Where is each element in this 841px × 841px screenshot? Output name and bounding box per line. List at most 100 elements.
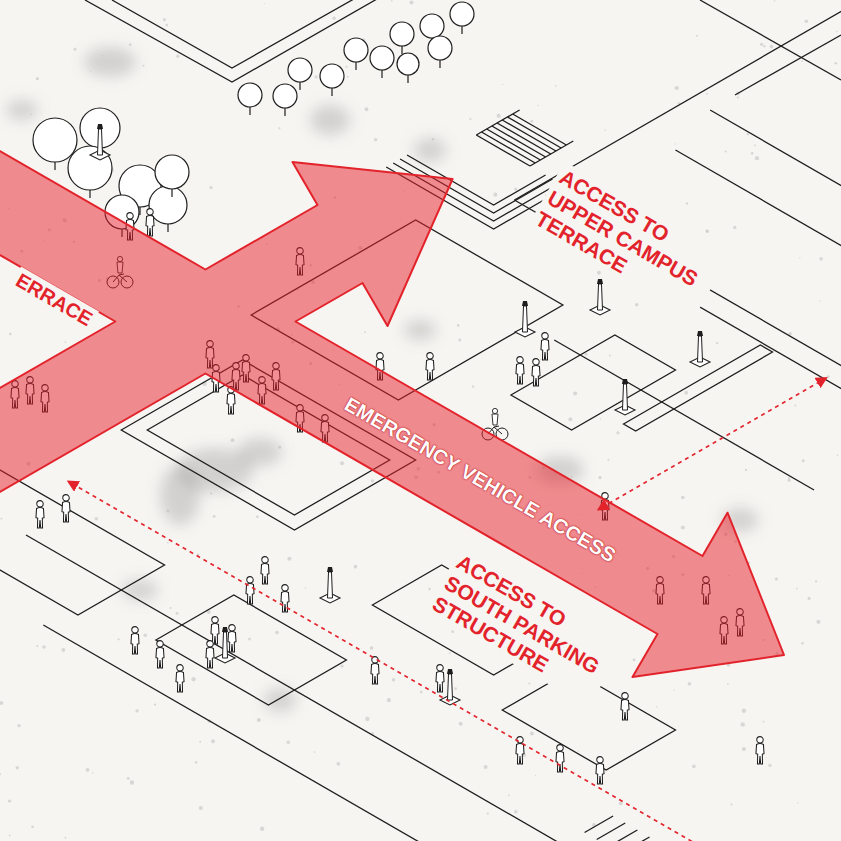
speck [745, 469, 747, 471]
speck [287, 741, 290, 744]
tree [320, 64, 344, 96]
figure-body [261, 564, 269, 584]
speck [568, 417, 572, 421]
post-cap [697, 331, 703, 336]
speck [607, 459, 609, 461]
figure-body [62, 502, 70, 522]
tree-canopy [390, 22, 414, 46]
figure-body [146, 216, 154, 236]
speck [540, 359, 541, 360]
figure-body [227, 394, 235, 414]
speck [754, 145, 756, 147]
shadow-blotch [404, 320, 436, 340]
speck [135, 709, 138, 712]
speck [176, 55, 179, 58]
speck [600, 418, 601, 419]
pedestrian-figure [426, 353, 434, 380]
figure-head [207, 641, 213, 647]
speck [454, 687, 457, 690]
speck [345, 66, 347, 68]
speck [673, 689, 674, 690]
speck [597, 271, 601, 275]
speck [8, 799, 11, 802]
speck [619, 801, 623, 805]
pedestrian-figure [261, 557, 269, 584]
speck [684, 391, 688, 395]
speck [432, 138, 434, 140]
speck [794, 405, 796, 407]
speck [727, 683, 729, 685]
speck [451, 630, 454, 633]
speck [797, 802, 798, 803]
pedestrian-figure [176, 665, 184, 692]
pedestrian-figure [532, 359, 540, 386]
speck [127, 777, 130, 780]
speck [365, 107, 369, 111]
post-cap [222, 627, 228, 632]
speck [706, 93, 708, 95]
shadow-blotch [160, 465, 200, 525]
speck [633, 659, 636, 662]
figure-body [532, 366, 540, 386]
figure-head [517, 737, 523, 743]
speck [604, 129, 606, 131]
paving-panel [156, 595, 347, 705]
access-label: ERRACE [9, 267, 100, 334]
speck [90, 71, 91, 72]
speck [598, 476, 601, 479]
figure-head [127, 213, 133, 219]
tree-canopy [370, 46, 394, 70]
speck [835, 62, 838, 65]
speck [0, 773, 1, 775]
pedestrian-figure [436, 665, 444, 692]
pedestrian-figure [228, 625, 236, 652]
speck [275, 631, 279, 635]
speck [154, 704, 156, 706]
tree [273, 84, 297, 116]
speck [796, 588, 798, 590]
speck [36, 77, 39, 80]
figure-body [176, 672, 184, 692]
post-pole [328, 572, 333, 598]
pedestrian-figure [211, 617, 219, 644]
speck [332, 16, 335, 19]
speck [199, 806, 203, 810]
speck [36, 645, 38, 647]
speck [365, 717, 369, 721]
speck [487, 812, 489, 814]
speck [774, 0, 776, 2]
speck [787, 479, 790, 482]
figure-head [63, 495, 69, 501]
post-cap [597, 279, 603, 284]
speck [61, 648, 65, 652]
speck [827, 375, 830, 378]
speck [213, 515, 216, 518]
speck [706, 230, 709, 233]
speck [686, 202, 688, 204]
speck [688, 682, 692, 686]
crosswalk-stripe [585, 816, 614, 833]
pedestrian-figure [156, 641, 164, 668]
shadow-blotch [310, 105, 350, 135]
speck [364, 331, 366, 333]
stair-tread [492, 126, 546, 157]
speck [755, 156, 759, 160]
speck [493, 193, 497, 197]
speck [763, 45, 765, 47]
figure-body [756, 744, 764, 764]
figure-head [262, 557, 268, 563]
light-post [320, 567, 340, 603]
figure-body [131, 634, 139, 654]
post-pole [98, 129, 103, 155]
stair-tread [497, 123, 551, 154]
speck [472, 385, 474, 387]
stair-tread [507, 117, 561, 148]
pedestrian-figure [62, 495, 70, 522]
speck [257, 718, 261, 722]
building-edge [700, 0, 841, 80]
speck [420, 691, 423, 694]
speck [169, 607, 171, 609]
figure-head [377, 353, 383, 359]
pedestrian-figure [131, 627, 139, 654]
